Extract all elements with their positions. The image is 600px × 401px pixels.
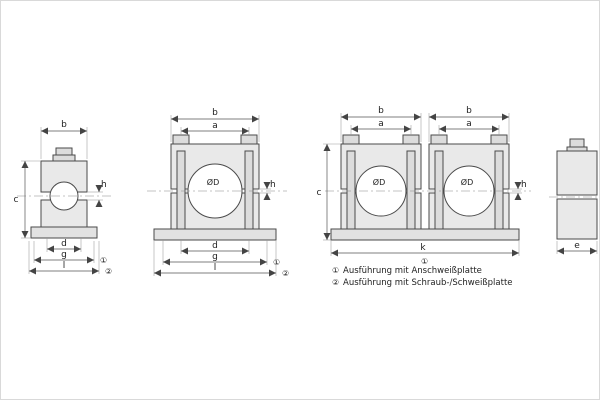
dim-label-b: b: [61, 120, 67, 130]
dim-label-l: l: [63, 261, 66, 271]
bolt-head: [430, 134, 448, 145]
dim-label-h: h: [270, 180, 276, 190]
weld-plate: [330, 228, 520, 241]
front-view-twin-clamp: ØD ØD b b a a c h k ①: [317, 106, 531, 266]
dim-label-b: b: [212, 108, 218, 118]
washer: [566, 146, 588, 152]
version-marker-1: ①: [100, 256, 107, 265]
weld-plate: [153, 228, 277, 241]
bolt-head: [342, 134, 360, 145]
bolt-head-right: [240, 134, 258, 145]
bolt-shaft-right: [244, 150, 254, 230]
version-marker-2: ②: [282, 269, 289, 278]
bolt-shaft: [434, 150, 444, 230]
legend-marker-1: ①: [332, 266, 339, 275]
weld-plate: [30, 226, 98, 239]
end-view: e: [549, 138, 600, 255]
legend-text-1: Ausführung mit Anschweißplatte: [343, 266, 482, 276]
dim-label-diameter: ØD: [207, 177, 219, 187]
legend-text-2: Ausführung mit Schraub-/Schweißplatte: [343, 278, 513, 288]
clamp-lower-half: [556, 198, 598, 240]
version-marker-1: ①: [273, 258, 280, 267]
side-view-single-clamp: b c h d g ① l ②: [14, 120, 113, 276]
bolt-shaft: [346, 150, 356, 230]
bolt-head: [569, 138, 585, 148]
version-marker-2: ②: [105, 267, 112, 276]
version-marker-1: ①: [421, 257, 428, 266]
legend-marker-2: ②: [332, 278, 339, 287]
dim-label-k: k: [420, 243, 426, 253]
dim-label-h: h: [101, 180, 107, 190]
clamp-upper-half: [556, 150, 598, 196]
dim-label-a: a: [212, 121, 218, 131]
dim-label-h: h: [521, 180, 527, 190]
dim-label-g: g: [61, 250, 67, 260]
dim-label-b: b: [466, 106, 472, 116]
bolt-shaft-left: [176, 150, 186, 230]
dim-label-l: l: [214, 263, 217, 273]
dim-label-c: c: [317, 188, 322, 198]
bolt-head-left: [172, 134, 190, 145]
dim-label-e: e: [574, 241, 580, 251]
dim-label-g: g: [212, 252, 218, 262]
bolt-shaft: [494, 150, 504, 230]
dim-label-diameter: ØD: [461, 177, 473, 187]
dim-label-c: c: [14, 195, 19, 205]
washer: [52, 154, 76, 162]
bolt-head: [490, 134, 508, 145]
legend: ① Ausführung mit Anschweißplatte ② Ausfü…: [332, 266, 513, 288]
dim-label-a: a: [466, 119, 472, 129]
bolt-head: [402, 134, 420, 145]
dim-label-diameter: ØD: [373, 177, 385, 187]
dim-label-a: a: [378, 119, 384, 129]
bolt-head: [55, 147, 73, 156]
dim-label-d: d: [212, 241, 218, 251]
bolt-shaft: [406, 150, 416, 230]
dim-label-b: b: [378, 106, 384, 116]
dim-label-d: d: [61, 239, 67, 249]
front-view-single-clamp: ØD b a h d g ① l ②: [147, 108, 289, 278]
